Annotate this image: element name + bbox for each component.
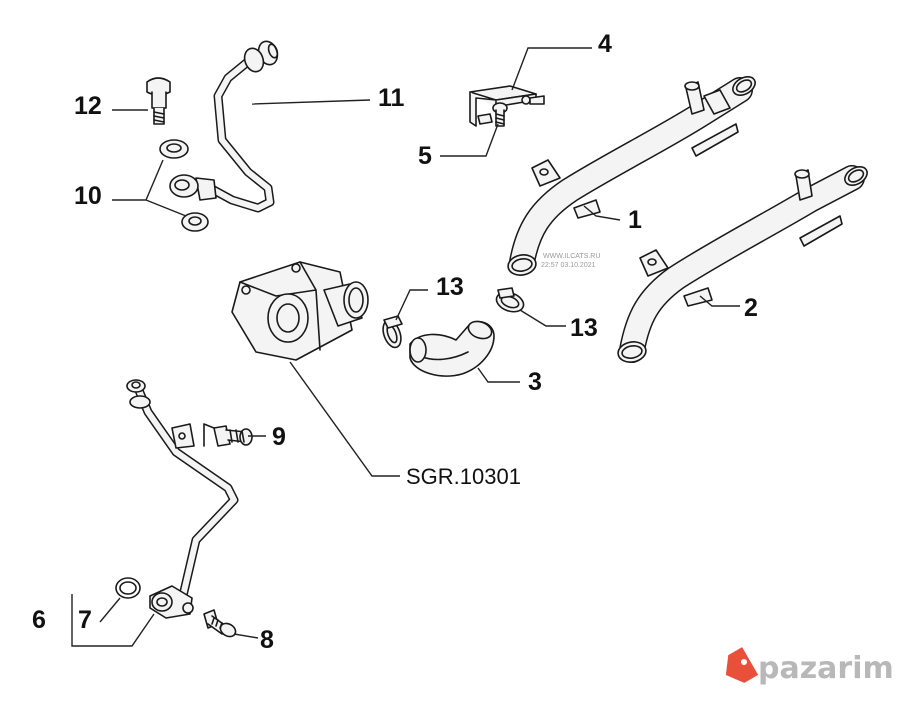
leader-lines [71, 47, 740, 647]
oil-pipe-lower[interactable] [126, 379, 239, 619]
watermark-site: WWW.ILCATS.RU [543, 253, 600, 260]
callout-5: 5 [418, 142, 432, 170]
o-ring[interactable] [115, 577, 141, 599]
callout-11: 11 [378, 84, 405, 112]
callout-3: 3 [528, 368, 542, 396]
hose-clamp-right[interactable] [494, 287, 526, 315]
callout-13-right: 13 [570, 314, 598, 342]
callout-6: 6 [32, 606, 46, 634]
price-tag-icon [725, 647, 759, 683]
callout-1: 1 [628, 206, 642, 234]
callout-7: 7 [78, 606, 92, 634]
coolant-pipe-lower[interactable] [616, 163, 870, 364]
callout-4: 4 [598, 30, 612, 58]
bolt-8[interactable] [203, 609, 238, 639]
brand-name: pazarim [758, 651, 894, 686]
hose-clamp-left[interactable] [380, 315, 405, 350]
watermark-timestamp: 22:57 03.10.2021 [541, 262, 596, 269]
callout-labels: 11 12 10 4 5 1 2 13 13 3 SGR.10301 9 6 7… [32, 30, 758, 654]
coolant-pipe-upper[interactable] [506, 73, 758, 277]
callout-9: 9 [272, 423, 286, 451]
banjo-bolt[interactable] [146, 77, 171, 125]
pazarim-logo: pazarim [725, 647, 894, 686]
bracket-bolt[interactable] [477, 102, 508, 127]
oil-cooler-assembly[interactable] [231, 261, 369, 361]
bolt-9[interactable] [203, 423, 253, 447]
rubber-hose[interactable] [409, 318, 495, 377]
callout-8: 8 [260, 626, 274, 654]
callout-12: 12 [74, 92, 102, 120]
callout-10: 10 [74, 182, 102, 210]
callout-2: 2 [744, 294, 758, 322]
pipe-bracket[interactable] [469, 85, 545, 127]
callout-sgr-10301: SGR.10301 [406, 464, 521, 489]
oil-pipe-upper[interactable] [169, 39, 281, 213]
callout-13-left: 13 [436, 273, 464, 301]
source-watermark: WWW.ILCATS.RU 22:57 03.10.2021 [541, 253, 600, 269]
sealing-washers[interactable] [159, 139, 209, 232]
